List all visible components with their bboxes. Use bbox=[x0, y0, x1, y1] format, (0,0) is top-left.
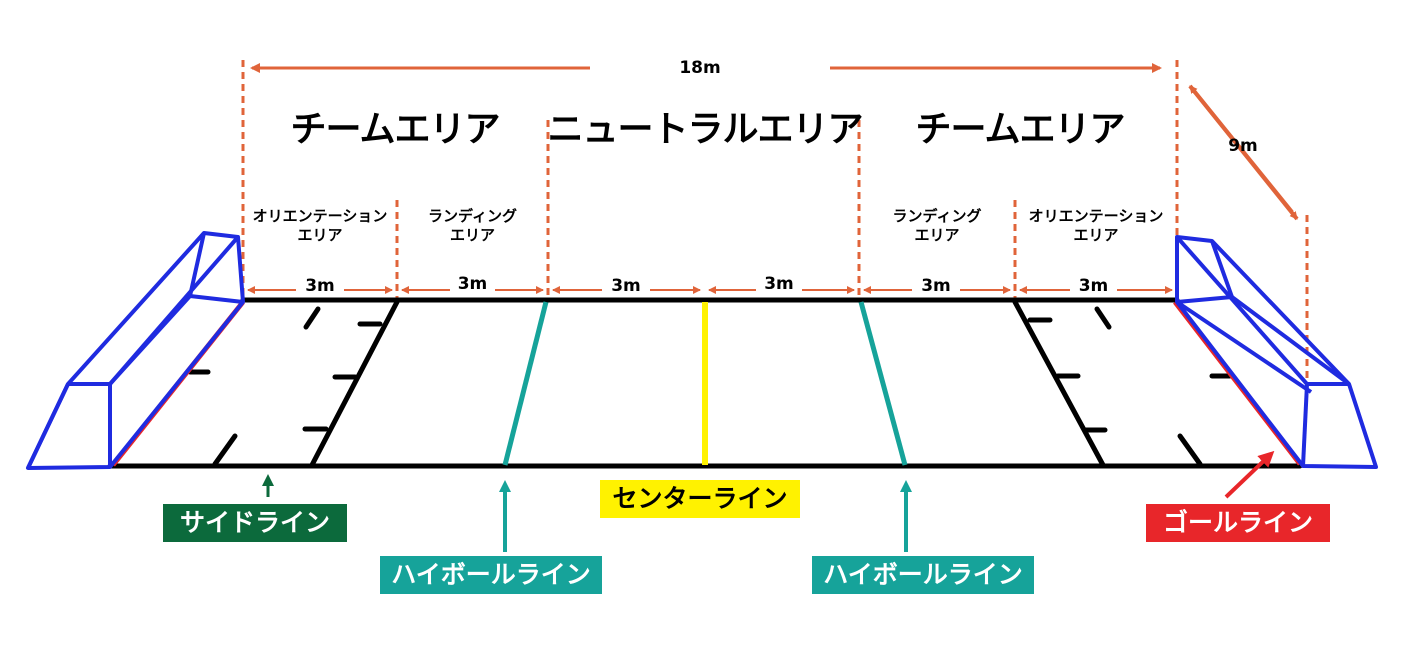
goal-right-edge bbox=[1175, 235, 1309, 386]
goal-line-arrow bbox=[1224, 450, 1275, 499]
high-ball-line-left-tag: ハイボールライン bbox=[380, 556, 602, 594]
goal-left-edge bbox=[189, 294, 244, 304]
segment-label-6: 3m bbox=[1078, 276, 1109, 296]
orientation-left-line2: エリア bbox=[297, 226, 343, 244]
goal-left-edge bbox=[188, 232, 206, 297]
orientation-area-right-label: オリエンテーション エリア bbox=[1018, 207, 1174, 245]
court-ticks bbox=[187, 306, 1233, 467]
side-line-tag: サイドライン bbox=[163, 504, 347, 542]
goal-right-edge bbox=[1210, 240, 1234, 298]
landing-area-right-label: ランディング エリア bbox=[862, 207, 1012, 245]
orientation-area-left-label: オリエンテーション エリア bbox=[245, 207, 395, 245]
court-outline bbox=[107, 297, 1303, 469]
orientation-left-line1: オリエンテーション bbox=[252, 207, 388, 225]
orientation-right-line2: エリア bbox=[1073, 226, 1119, 244]
landing-left-line2: エリア bbox=[449, 226, 495, 244]
team-area-left-title: チームエリア bbox=[290, 109, 501, 150]
segment-label-2: 3m bbox=[457, 274, 488, 294]
center-line-tag: センターライン bbox=[600, 480, 800, 518]
tick bbox=[1094, 306, 1112, 330]
width-arrow-tip bbox=[1188, 84, 1299, 221]
width-label: 9m bbox=[1228, 136, 1258, 156]
tick bbox=[303, 306, 321, 330]
landing-left-line1: ランディング bbox=[428, 207, 517, 225]
tick bbox=[212, 433, 238, 467]
orientation-right-line1: オリエンテーション bbox=[1028, 207, 1164, 225]
goal-right-edge bbox=[1301, 383, 1309, 467]
goal-right-edge bbox=[1176, 295, 1233, 304]
goal-left-edge bbox=[108, 294, 192, 386]
orientation-right-line bbox=[1012, 299, 1106, 468]
landing-right-line2: エリア bbox=[914, 226, 960, 244]
landing-area-left-label: ランディング エリア bbox=[400, 207, 545, 245]
goal-line-tag: ゴールライン bbox=[1146, 504, 1330, 542]
goal-left-edge bbox=[26, 383, 70, 469]
orientation-left-line bbox=[309, 299, 400, 468]
segment-label-1: 3m bbox=[305, 276, 335, 296]
landing-right-line1: ランディング bbox=[892, 207, 982, 225]
tick bbox=[1177, 433, 1203, 467]
goal-right-edge bbox=[1175, 300, 1313, 394]
team-area-right-title: チームエリア bbox=[915, 109, 1126, 150]
segment-label-4: 3m bbox=[764, 274, 794, 294]
high-ball-line-left bbox=[502, 301, 549, 466]
goal-right-edge bbox=[1230, 295, 1351, 386]
high-ball-line-right-tag: ハイボールライン bbox=[812, 556, 1034, 594]
area-boundaries bbox=[241, 60, 1309, 385]
high-ball-line-right bbox=[858, 301, 908, 466]
length-label: 18m bbox=[679, 58, 721, 78]
segment-label-5: 3m bbox=[921, 276, 951, 296]
neutral-area-title: ニュートラルエリア bbox=[547, 109, 863, 150]
goal-left bbox=[26, 231, 245, 470]
segment-label-3: 3m bbox=[611, 276, 641, 296]
goal-right bbox=[1175, 235, 1378, 469]
